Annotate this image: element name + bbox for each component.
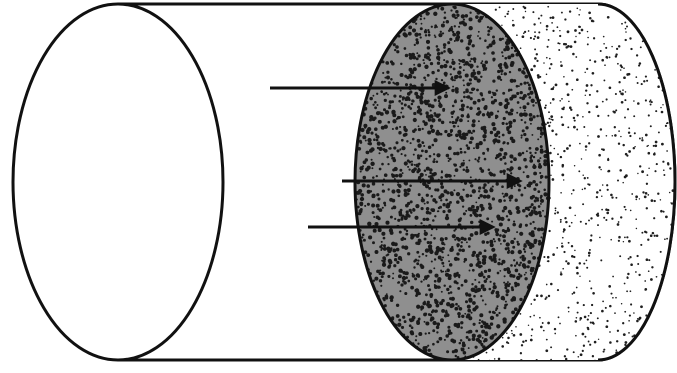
cylinder-left-face [13, 4, 223, 360]
